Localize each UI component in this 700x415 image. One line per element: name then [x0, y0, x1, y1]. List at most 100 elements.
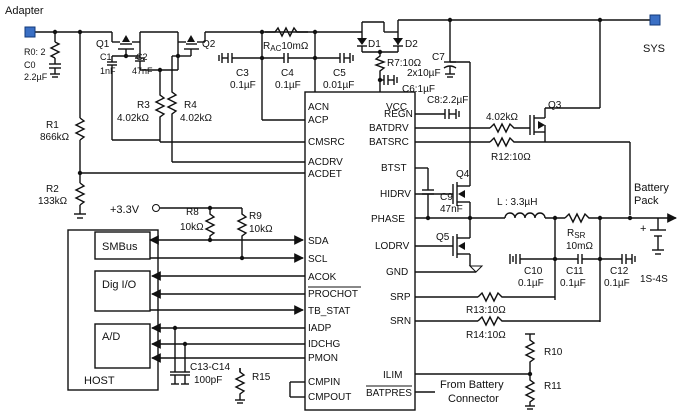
q2-label: Q2: [202, 39, 216, 50]
junction: [627, 215, 633, 221]
r0-resistor: [49, 32, 61, 64]
c0-label: C0: [24, 60, 36, 70]
r-batdrv-value: 4.02kΩ: [486, 112, 518, 123]
c13-c14-capacitors: [170, 328, 190, 385]
pin-regn: REGN: [384, 109, 413, 120]
battery-label-1: Battery: [634, 182, 669, 194]
digio-label: Dig I/O: [102, 279, 137, 291]
r1-label: R1: [46, 120, 59, 131]
pin-acdet: ACDET: [308, 169, 342, 180]
q2-mosfet: [177, 32, 206, 70]
c11-capacitor: [555, 254, 600, 264]
junction: [77, 29, 83, 35]
c5-value: 0.01µF: [323, 80, 354, 91]
r14-resistor: [477, 315, 600, 327]
d2-label: D2: [405, 39, 418, 50]
junction: [447, 17, 453, 23]
r2-resistor: [74, 182, 86, 206]
r4-value: 4.02kΩ: [180, 113, 212, 124]
pin-srp: SRP: [390, 292, 411, 303]
pin-idchg: IDCHG: [308, 339, 340, 350]
pin-btst: BTST: [381, 163, 407, 174]
r10-label: R10: [544, 347, 563, 358]
r9-value: 10kΩ: [249, 224, 273, 235]
r11-label: R11: [544, 381, 562, 392]
junction: [312, 29, 318, 35]
c10-value: 0.1µF: [518, 278, 544, 289]
input-rail: [35, 21, 398, 33]
c7-label: C7: [432, 52, 445, 63]
r7-resistor: [374, 52, 386, 80]
adapter-label: Adapter: [5, 5, 44, 17]
q4-mosfet: [452, 62, 471, 218]
pin-batsrc: BATSRC: [369, 137, 409, 148]
r8-value: 10kΩ: [180, 222, 204, 233]
pin-srn: SRN: [390, 316, 411, 327]
rac-label: RAC10mΩ: [263, 41, 309, 53]
r14-label: R14:10Ω: [466, 330, 506, 341]
rsr-value: 10mΩ: [566, 241, 593, 252]
c8-label: C8:2.2µF: [427, 95, 468, 106]
r4-label: R4: [184, 100, 197, 111]
c13-c14-label: C13-C14: [190, 362, 230, 373]
pin-iadp: IADP: [308, 323, 332, 334]
host-title: HOST: [84, 375, 115, 387]
pin-phase: PHASE: [371, 214, 405, 225]
r2-value: 133kΩ: [38, 196, 68, 207]
from-battery-1: From Battery: [440, 379, 504, 391]
pin-ilim: ILIM: [383, 370, 402, 381]
q4-label: Q4: [456, 169, 470, 180]
rsr-resistor: [564, 212, 600, 224]
svg-text:+: +: [640, 223, 646, 235]
r1-resistor: [74, 117, 86, 141]
c4-value: 0.1µF: [275, 80, 301, 91]
q1-mosfet: [111, 32, 141, 56]
pin-tb-stat: TB_STAT: [308, 306, 350, 317]
c10-capacitor: [509, 254, 555, 264]
adapter-terminal[interactable]: [24, 26, 36, 38]
pin-prochot: PROCHOT: [308, 289, 358, 300]
pin-acp: ACP: [308, 115, 329, 126]
junction: [52, 29, 58, 35]
sys-terminal[interactable]: [649, 14, 661, 26]
c3-label: C3: [236, 68, 249, 79]
c12-label: C12: [610, 266, 629, 277]
r3-value: 4.02kΩ: [117, 113, 149, 124]
c1-value: 1nF: [100, 66, 116, 76]
r13-label: R13:10Ω: [466, 305, 506, 316]
c9-value: 47nF: [440, 204, 463, 215]
c6-label: C6:1µF: [402, 84, 435, 95]
r3-label: R3: [137, 100, 150, 111]
r15-resistor: [234, 368, 246, 400]
c5-capacitor: [315, 53, 354, 63]
c12-capacitor: [600, 254, 636, 264]
c13-c14-value: 100pF: [194, 375, 222, 386]
c10-label: C10: [524, 266, 543, 277]
c7-capacitor: [443, 61, 457, 78]
pin-sda: SDA: [308, 236, 329, 247]
smbus-label: SMBus: [102, 241, 138, 253]
c7-value: 2x10µF: [407, 68, 441, 79]
pin-lodrv: LODRV: [375, 241, 410, 252]
rsr-label: RSR: [567, 228, 586, 240]
pin-gnd: GND: [386, 267, 408, 278]
battery-label-2: Pack: [634, 195, 659, 207]
q5-label: Q5: [436, 232, 450, 243]
c4-label: C4: [281, 68, 294, 79]
c11-label: C11: [566, 266, 584, 277]
r4-resistor: [166, 56, 178, 162]
junction: [123, 53, 129, 59]
junction: [377, 77, 383, 83]
rac-resistor: [265, 26, 308, 38]
pin-batdrv: BATDRV: [369, 123, 409, 134]
supply-terminal: [152, 204, 160, 212]
d1-label: D1: [368, 39, 381, 50]
cells-label: 1S-4S: [640, 274, 668, 285]
inductor-label: L : 3.3µH: [497, 197, 537, 208]
c1-label: C1: [100, 52, 112, 62]
c3-capacitor: [218, 53, 262, 63]
pin-pmon: PMON: [308, 353, 338, 364]
pin-vcc: VCC: [386, 102, 407, 113]
c8-capacitor: [444, 109, 460, 119]
pin-acn: ACN: [308, 102, 329, 113]
